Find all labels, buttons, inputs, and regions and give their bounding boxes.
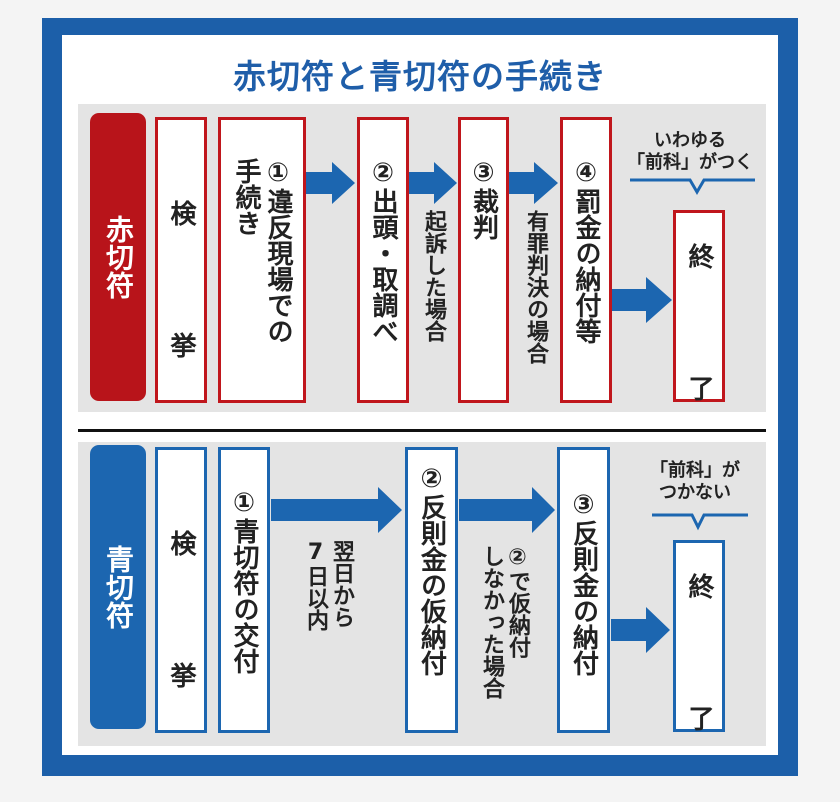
red-step-1-box: ①違反現場での手続き xyxy=(218,117,306,403)
arrow-icon xyxy=(611,607,670,653)
blue-note-unpaid-line1: ②で仮納付 xyxy=(505,545,530,658)
red-step-3-box: ③裁判 xyxy=(458,117,509,403)
red-annotation: いわゆる「前科」がつく xyxy=(620,130,760,174)
arrow-icon xyxy=(612,277,672,323)
blue-note-unpaid: ②で仮納付しなかった場合 xyxy=(478,545,530,699)
arrow-icon xyxy=(409,162,457,204)
red-kenkyo-text: 検 挙 xyxy=(166,200,196,398)
blue-annotation-line2: つかない xyxy=(659,482,731,503)
red-step-3-text: ③裁判 xyxy=(468,158,499,240)
red-step-2-box: ②出頭・取調べ xyxy=(357,117,409,403)
blue-note-unpaid-line2: しなかった場合 xyxy=(479,545,504,699)
red-step-4-box: ④罰金の納付等 xyxy=(560,117,612,403)
red-ticket-label: 赤切符 xyxy=(90,113,146,401)
blue-step-1-box: ①青切符の交付 xyxy=(218,447,270,733)
blue-step-3-text: ③反則金の納付 xyxy=(568,490,599,676)
section-divider xyxy=(78,429,766,432)
red-step-1-line1: ①違反現場での xyxy=(263,158,293,344)
blue-step-2-box: ②反則金の仮納付 xyxy=(405,447,458,733)
red-annotation-line2: 「前科」がつく xyxy=(627,152,753,173)
red-step-1-line2: 手続き xyxy=(231,158,261,236)
blue-step-2-text: ②反則金の仮納付 xyxy=(416,464,447,676)
arrow-icon xyxy=(459,487,555,533)
blue-kenkyo-box: 検 挙 xyxy=(155,447,207,733)
arrow-icon xyxy=(271,487,402,533)
red-step-2-text: ②出頭・取調べ xyxy=(368,158,398,344)
blue-ticket-label-text: 青切符 xyxy=(102,545,135,629)
blue-note-deadline-line2: 7日以内 xyxy=(303,540,328,631)
blue-step-1-text: ①青切符の交付 xyxy=(229,488,259,674)
blue-kenkyo-text: 検 挙 xyxy=(166,530,196,728)
red-kenkyo-box: 検 挙 xyxy=(155,117,207,403)
red-step-4-text: ④罰金の納付等 xyxy=(571,158,601,344)
red-ticket-label-text: 赤切符 xyxy=(102,215,135,299)
blue-end-box: 終 了 xyxy=(673,540,725,771)
arrow-icon xyxy=(306,162,355,204)
blue-ticket-label: 青切符 xyxy=(90,445,146,729)
blue-step-3-box: ③反則金の納付 xyxy=(557,447,610,733)
blue-annotation-line1: 「前科」が xyxy=(650,460,740,481)
red-note-convicted: 有罪判決の場合 xyxy=(523,210,548,364)
blue-note-deadline-line1: 翌日から xyxy=(329,540,354,628)
red-annotation-line1: いわゆる xyxy=(654,130,726,151)
red-note-prosecuted: 起訴した場合 xyxy=(421,210,446,342)
diagram-title: 赤切符と青切符の手続き xyxy=(233,57,607,96)
arrow-icon xyxy=(509,162,558,204)
blue-annotation: 「前科」がつかない xyxy=(630,460,760,504)
